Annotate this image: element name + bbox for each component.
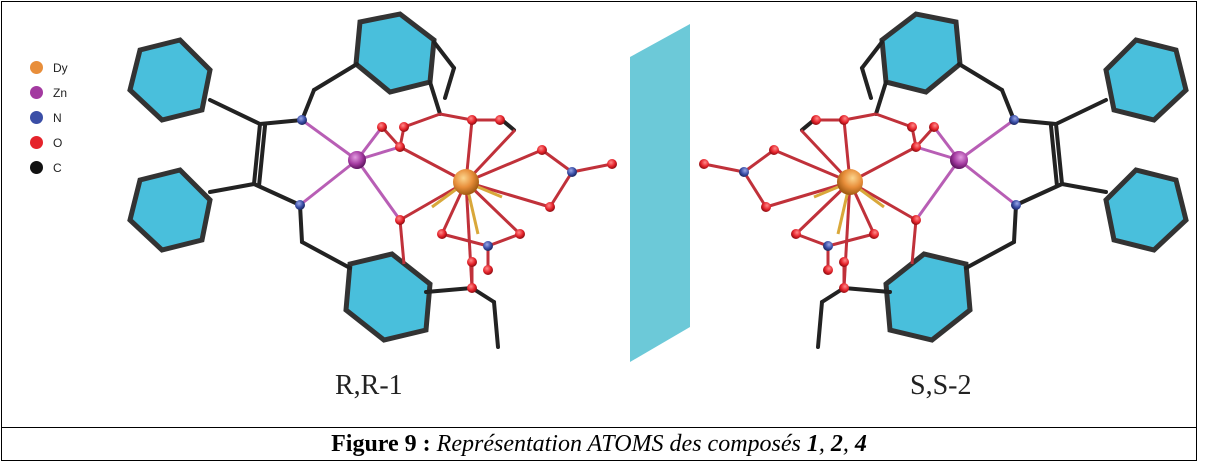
legend-dot-dy (30, 61, 43, 74)
legend-dot-n (30, 111, 43, 124)
caption-compound-4: 4 (854, 431, 867, 457)
legend-label-c: C (53, 160, 62, 175)
mirror-plane (630, 24, 690, 362)
molecule-ss2 (699, 14, 1186, 347)
legend-item-c: C (30, 155, 68, 180)
legend-dot-zn (30, 86, 43, 99)
compound-label-right: S,S-2 (910, 370, 972, 401)
figure-caption: Figure 9 : Représentation ATOMS des comp… (2, 428, 1196, 460)
compound-label-left: R,R-1 (335, 370, 403, 401)
figure-image: Dy Zn N O C (2, 2, 1196, 428)
legend-label-dy: Dy (53, 60, 68, 75)
legend-label-o: O (53, 135, 63, 150)
caption-compound-1: 1 (806, 431, 819, 457)
caption-separator: , (818, 431, 831, 457)
caption-compound-2: 2 (830, 431, 843, 457)
molecule-rr1 (130, 14, 617, 347)
legend-item-dy: Dy (30, 55, 68, 80)
legend-item-o: O (30, 130, 68, 155)
legend-item-zn: Zn (30, 80, 68, 105)
legend-dot-o (30, 136, 43, 149)
legend-label-zn: Zn (53, 85, 68, 100)
caption-text: Représentation ATOMS des composés (430, 431, 807, 457)
caption-separator: , (842, 431, 855, 457)
caption-prefix: Figure 9 : (331, 431, 431, 457)
legend-item-n: N (30, 105, 68, 130)
legend-dot-c (30, 161, 43, 174)
molecule-drawing (2, 2, 1196, 362)
legend-label-n: N (53, 110, 62, 125)
element-legend: Dy Zn N O C (30, 55, 68, 180)
